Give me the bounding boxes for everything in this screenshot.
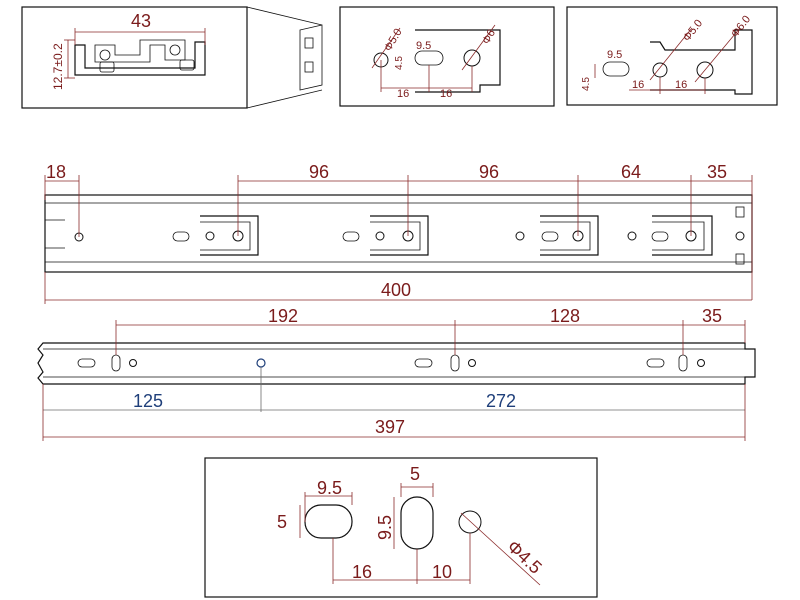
hole-gap: 10 bbox=[432, 562, 452, 582]
hole-vslot-height: 9.5 bbox=[375, 515, 395, 540]
rail-slot-group-3 bbox=[515, 215, 599, 256]
top-rail bbox=[44, 194, 753, 273]
hole-detail-panel: 9.5 5 5 9.5 16 10 Φ4.5 bbox=[204, 457, 598, 598]
slot-detail-b-panel: Φ5.0 Φ6.0 9.5 4.5 16 16 bbox=[566, 6, 778, 106]
slot-a-slot-label: 9.5 bbox=[416, 40, 431, 52]
slot-a-s2-label: 16 bbox=[440, 88, 452, 100]
slot-detail-a-panel: Φ5.0 Φ6 9.5 4.5 16 16 bbox=[339, 6, 555, 107]
slot-b-h-label: 4.5 bbox=[581, 77, 592, 91]
top-rail-dim-1: 96 bbox=[309, 162, 329, 182]
slot-b-slot-label: 9.5 bbox=[607, 49, 622, 61]
bottom-rail-dim-3: 35 bbox=[702, 306, 722, 326]
bottom-rail-dimensions: 192 128 35 125 272 397 bbox=[42, 306, 746, 441]
profile-height-label: 12.7±0.2 bbox=[51, 43, 65, 90]
slot-b-d1-label: Φ5.0 bbox=[681, 17, 705, 43]
bottom-rail bbox=[37, 342, 756, 385]
profile-detail-panel: 43 12.7±0.2 bbox=[21, 6, 323, 109]
top-rail-dim-2: 96 bbox=[479, 162, 499, 182]
top-rail-length: 400 bbox=[381, 280, 411, 300]
bottom-rail-dim-2: 128 bbox=[550, 306, 580, 326]
profile-width-label: 43 bbox=[131, 11, 151, 31]
hole-offset: 16 bbox=[352, 562, 372, 582]
hole-slot-width: 9.5 bbox=[317, 478, 342, 498]
top-rail-dim-3: 64 bbox=[621, 162, 641, 182]
rail-slot-group-4 bbox=[627, 215, 713, 256]
top-rail-dimensions: 18 96 96 64 35 400 bbox=[44, 162, 753, 304]
bottom-rail-dim-1: 192 bbox=[268, 306, 298, 326]
top-rail-dim-4: 35 bbox=[707, 162, 727, 182]
top-rail-left-dim: 18 bbox=[46, 162, 66, 182]
bottom-rail-blue-2: 272 bbox=[486, 391, 516, 411]
hole-vslot-width: 5 bbox=[410, 464, 420, 484]
rail-slot-group-2 bbox=[342, 215, 429, 256]
bottom-rail-length: 397 bbox=[375, 417, 405, 437]
slot-b-d2-label: Φ6.0 bbox=[729, 13, 753, 39]
slot-a-s1-label: 16 bbox=[397, 88, 409, 100]
rail-slot-group-1 bbox=[172, 215, 259, 256]
hole-slot-height: 5 bbox=[277, 512, 287, 532]
bottom-rail-blue-1: 125 bbox=[133, 391, 163, 411]
slot-a-h-label: 4.5 bbox=[394, 56, 405, 70]
slot-b-s2-label: 16 bbox=[675, 79, 687, 91]
slot-b-s1-label: 16 bbox=[632, 79, 644, 91]
slot-a-d1-label: Φ5.0 bbox=[382, 27, 404, 54]
